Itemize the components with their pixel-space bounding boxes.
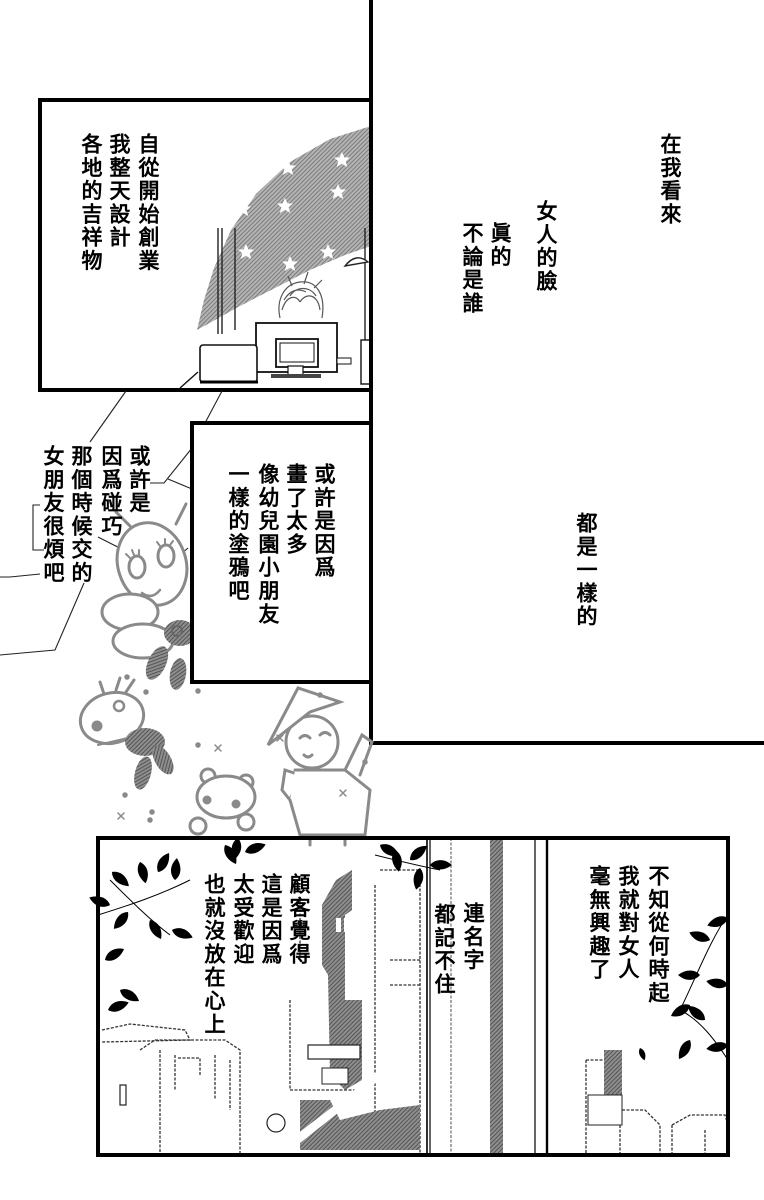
desk-edge — [179, 371, 199, 389]
sparkle-marks — [117, 674, 368, 823]
city-panel-border — [96, 836, 730, 1157]
shop-sign — [307, 1044, 361, 1060]
city-caption-column: 顧客覺得 — [287, 873, 311, 967]
floating-caption-column: 女朋友很煩吧 — [41, 445, 65, 585]
bunny-doodle — [145, 620, 196, 690]
panel-dividers — [426, 838, 549, 1155]
monologue-column: 在我看來 — [658, 133, 682, 227]
office-caption-column: 各地的吉祥物 — [79, 133, 103, 273]
bunny-doodle-2 — [125, 728, 174, 790]
city-right-column: 毫無興趣了 — [587, 865, 611, 982]
window-frame — [217, 228, 366, 345]
city-caption-column: 這是因爲 — [259, 873, 283, 967]
office-panel-art — [179, 126, 372, 389]
floating-caption-column: 因爲碰巧 — [99, 445, 123, 539]
city-right-column: 不知從何時起 — [646, 865, 670, 1005]
city-caption-column: 也就沒放在心上 — [202, 873, 226, 1037]
city-middle-column: 都記不住 — [432, 903, 456, 997]
tall-building-tone — [322, 870, 362, 1090]
monologue-column: 都是一樣的 — [574, 512, 598, 629]
tree-leaves — [87, 837, 730, 1062]
monologue-panel-border — [369, 0, 764, 745]
doodles-caption-column: 或許是因爲 — [312, 463, 336, 580]
office-caption-column: 自從開始創業 — [136, 133, 160, 273]
monitor-screen — [279, 342, 315, 363]
caption-leader-lines — [0, 390, 223, 656]
city-right-column: 我就對女人 — [616, 865, 640, 982]
monitor-stand — [287, 365, 304, 376]
keyboard — [271, 374, 321, 378]
city-middle-column: 連名字 — [461, 902, 485, 972]
antenna-head-doodle — [78, 676, 146, 746]
star-window-tone — [197, 126, 371, 330]
bear-doodle — [188, 767, 257, 836]
floating-caption-column: 或許是 — [127, 445, 151, 515]
city-caption-column: 太受歡迎 — [231, 873, 255, 967]
person-hair — [278, 271, 324, 319]
desk-lamp — [343, 257, 370, 268]
doodles-caption-column: 一樣的塗鴉吧 — [226, 463, 250, 603]
doodles-art — [78, 502, 374, 847]
mouse — [336, 357, 352, 365]
laptop — [199, 344, 258, 383]
monologue-column: 不論是誰 — [460, 222, 484, 316]
floating-caption-column: 那個時候交的 — [69, 445, 93, 585]
city-panel-art — [87, 837, 730, 1155]
doodles-caption-column: 畫了太多 — [284, 463, 308, 557]
boy-with-hat-doodle — [266, 686, 374, 847]
monologue-column: 眞的 — [488, 222, 512, 269]
doodles-panel-border — [190, 421, 373, 684]
doodles-caption-column: 像幼兒園小朋友 — [256, 463, 280, 627]
monologue-column: 女人的臉 — [534, 200, 558, 294]
office-caption-column: 我整天設計 — [107, 133, 131, 250]
eyelash-creature-doodle — [100, 502, 189, 660]
